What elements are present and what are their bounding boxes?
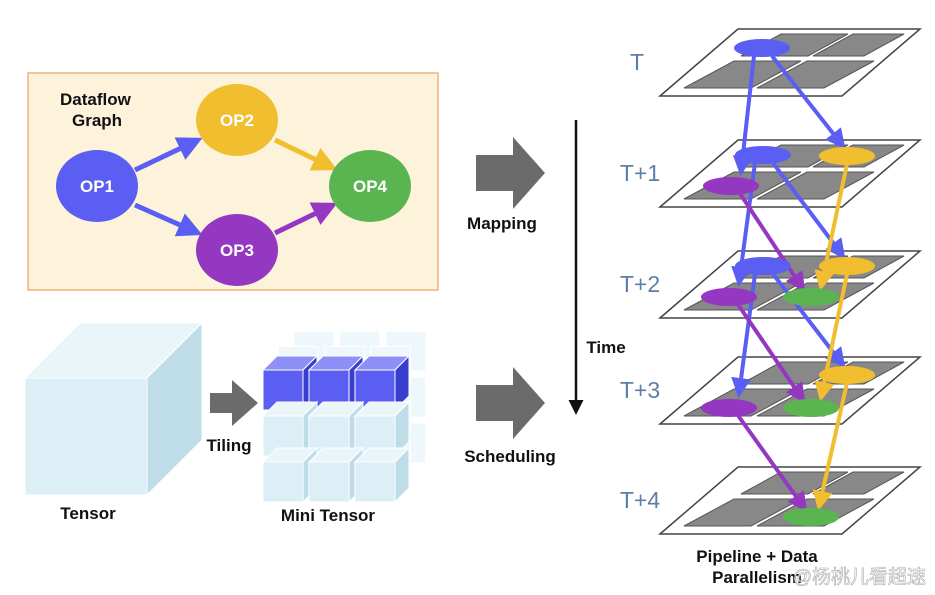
node-op3 [196,214,278,286]
tiling-arrow-shape [210,380,258,426]
pipeline-stack: T T+1T+2T+3T+4 [620,28,923,535]
edge-op2-op4 [273,137,338,171]
op4-token [783,288,839,306]
time-step-label: T+2 [620,271,660,297]
dataflow-graph-panel: Dataflow Graph OP1 OP2 OP3 OP4 [27,72,439,291]
edge-op3-op4 [273,202,338,236]
pipeline-caption-line1: Pipeline + Data [696,547,818,566]
tensor-cube-front [24,377,148,496]
op2-token [819,366,875,384]
dataflow-title-line1: Dataflow [60,90,132,109]
node-op2-label: OP2 [220,111,254,130]
pipeline-arrow [735,301,806,404]
tensor-cube: Tensor [23,321,204,523]
pipeline-arrow [770,54,846,150]
tiling-label: Tiling [206,436,251,455]
pipeline-arrow [735,412,808,513]
node-op2 [196,84,278,156]
plate-cell [683,60,802,89]
op4-token [783,508,839,526]
dataflow-title-line2: Graph [72,111,122,130]
pipeline-caption-line2: Parallelism [712,568,802,587]
mapping-arrow-shape [476,137,545,209]
op1-token [735,257,791,275]
op2-token [819,257,875,275]
mini-cube [354,461,396,503]
op1-token [734,39,790,57]
plate-cell [740,471,849,495]
scheduling-arrow: Scheduling [464,367,556,466]
node-op4 [329,150,411,222]
plate-cell [756,60,875,89]
mini-cube [308,461,350,503]
mapping-label: Mapping [467,214,537,233]
op2-token [819,147,875,165]
time-step-label: T+3 [620,377,660,403]
time-step-label: T [630,49,644,75]
time-label: Time [586,338,625,357]
time-step-label: T+1 [620,160,660,186]
watermark: @杨桃儿看超速 [793,566,926,588]
op3-token [701,288,757,306]
pipeline-arrow [737,190,806,293]
scheduling-label: Scheduling [464,447,556,466]
op1-token [735,146,791,164]
tiling-arrow: Tiling [206,380,258,455]
op4-token [783,399,839,417]
op3-token [701,399,757,417]
node-op4-label: OP4 [353,177,388,196]
pipeline-arrow [812,382,849,511]
node-op1-label: OP1 [80,177,114,196]
plate-cell [812,471,905,495]
node-op1 [56,150,138,222]
scheduling-arrow-shape [476,367,545,439]
time-axis: Time [568,120,626,415]
time-step-label: T+4 [620,487,660,513]
plate-cell [740,361,849,385]
plate-cell [812,33,905,57]
mapping-arrow: Mapping [467,137,545,233]
mini-tensor-label: Mini Tensor [281,506,376,525]
edge-op1-op3 [133,202,203,237]
node-op3-label: OP3 [220,241,254,260]
op3-token [703,177,759,195]
tensor-label: Tensor [60,504,116,523]
edge-op1-op2 [133,137,203,173]
mini-tensor-grid [261,330,427,504]
mini-cube [262,461,304,503]
